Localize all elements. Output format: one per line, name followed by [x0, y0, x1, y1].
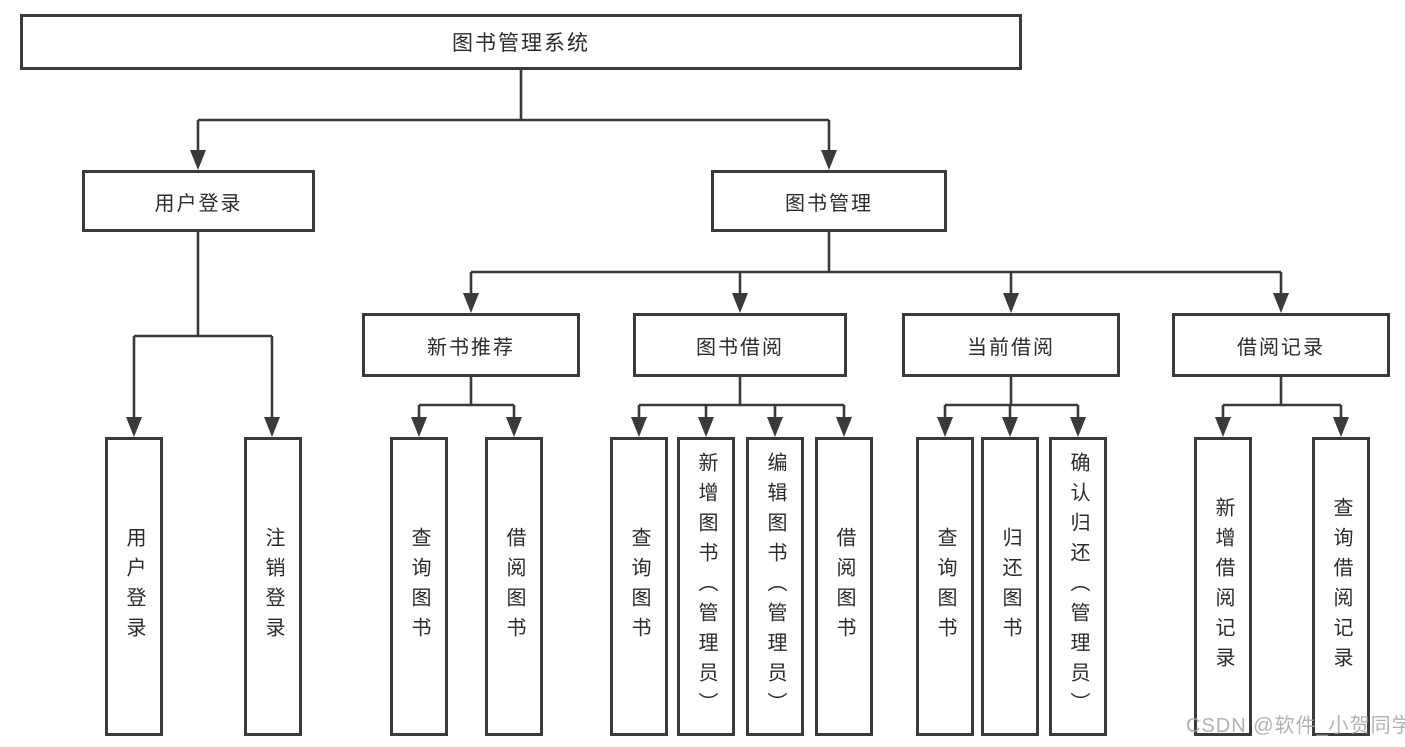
connector-book-management: [469, 232, 1283, 295]
node-new-book-recommend-label: 新书推荐: [427, 336, 515, 359]
node-root-label: 图书管理系统: [452, 32, 590, 55]
leaf-borrow-books-1-label: 借阅图书: [503, 526, 525, 647]
connector-user-login: [132, 232, 274, 419]
node-borrowing-records: 借阅记录: [1172, 313, 1390, 377]
connector-records: [1221, 377, 1343, 419]
leaf-confirm-return-admin-label: 确认归还（管理员）: [1067, 451, 1089, 722]
node-user-login-label: 用户登录: [154, 192, 243, 215]
leaf-query-books-1: 查询图书: [390, 437, 448, 736]
node-book-management: 图书管理: [711, 170, 947, 232]
node-borrowing-records-label: 借阅记录: [1237, 336, 1325, 359]
node-current-borrowing: 当前借阅: [902, 313, 1120, 377]
leaf-user-login: 用户登录: [105, 437, 163, 736]
leaf-confirm-return-admin: 确认归还（管理员）: [1049, 437, 1107, 736]
leaf-query-books-3-label: 查询图书: [934, 526, 956, 647]
node-book-management-label: 图书管理: [785, 192, 873, 215]
connector-new-book: [417, 377, 516, 419]
leaf-add-borrow-record-label: 新增借阅记录: [1212, 496, 1234, 677]
leaf-query-books-2: 查询图书: [610, 437, 668, 736]
leaf-user-login-label: 用户登录: [123, 526, 145, 647]
node-root: 图书管理系统: [20, 14, 1022, 70]
leaf-logout: 注销登录: [244, 437, 302, 736]
leaf-edit-book-admin-label: 编辑图书（管理员）: [764, 451, 786, 722]
node-book-borrowing: 图书借阅: [633, 313, 847, 377]
node-new-book-recommend: 新书推荐: [362, 313, 580, 377]
arrowheads: [126, 150, 1349, 437]
leaf-return-book-label: 归还图书: [999, 526, 1021, 647]
leaf-borrow-books-1: 借阅图书: [485, 437, 543, 736]
connector-current: [943, 377, 1080, 419]
watermark-text: CSDN @软件_小贺同学: [1186, 715, 1405, 737]
leaf-logout-label: 注销登录: [262, 526, 284, 647]
leaf-borrow-books-2: 借阅图书: [815, 437, 873, 736]
leaf-query-books-3: 查询图书: [916, 437, 974, 736]
connector-borrowing: [637, 377, 846, 419]
leaf-edit-book-admin: 编辑图书（管理员）: [746, 437, 804, 736]
leaf-return-book: 归还图书: [981, 437, 1039, 736]
leaf-query-books-2-label: 查询图书: [628, 526, 650, 647]
node-user-login: 用户登录: [82, 170, 315, 232]
leaf-query-borrow-record-label: 查询借阅记录: [1330, 496, 1352, 677]
connector-root: [196, 70, 831, 151]
leaf-borrow-books-2-label: 借阅图书: [833, 526, 855, 647]
node-book-borrowing-label: 图书借阅: [696, 336, 784, 359]
node-current-borrowing-label: 当前借阅: [967, 336, 1055, 359]
leaf-query-borrow-record: 查询借阅记录: [1312, 437, 1370, 736]
leaf-add-borrow-record: 新增借阅记录: [1194, 437, 1252, 736]
leaf-query-books-1-label: 查询图书: [408, 526, 430, 647]
leaf-add-book-admin-label: 新增图书（管理员）: [695, 451, 717, 722]
leaf-add-book-admin: 新增图书（管理员）: [677, 437, 735, 736]
